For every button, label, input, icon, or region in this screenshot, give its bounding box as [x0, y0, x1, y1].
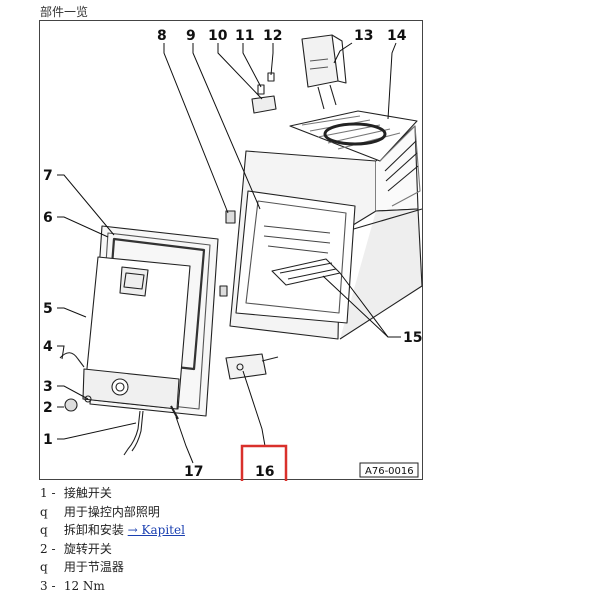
callout-16: 16 — [255, 464, 274, 480]
leader-lines — [57, 42, 401, 464]
cable — [59, 352, 85, 368]
clip — [225, 210, 236, 224]
legend-item: q 拆卸和安装 → Kapitel — [40, 521, 185, 540]
legend-text: 接触开关 — [63, 486, 112, 500]
exploded-view-drawing: 8 9 10 11 12 13 14 7 6 5 4 3 2 1 17 16 1… — [43, 28, 423, 481]
parts-legend: 1 - 接触开关 q 用于操控内部照明 q 拆卸和安装 → Kapitel 2 … — [40, 484, 185, 596]
callout-12: 12 — [263, 28, 282, 44]
callout-15: 15 — [403, 330, 422, 346]
callout-8: 8 — [157, 28, 167, 44]
legend-bullet: q — [40, 504, 48, 519]
figure-code-box — [359, 462, 419, 478]
legend-marker: 3 - — [40, 578, 56, 593]
compressor-loop — [323, 122, 387, 146]
page-heading: 部件一览 — [40, 5, 89, 19]
callout-7: 7 — [43, 168, 53, 184]
legend-marker: 2 - — [40, 541, 56, 556]
callout-1: 1 — [43, 432, 53, 448]
contact-switch-cable — [123, 410, 141, 456]
condenser-coil-top — [289, 110, 418, 162]
legend-text: 用于操控内部照明 — [63, 504, 160, 519]
callout-9: 9 — [186, 28, 196, 44]
rotary-knob-seat — [111, 378, 129, 396]
kapitel-link[interactable]: → Kapitel — [127, 523, 185, 538]
callout-14: 14 — [387, 28, 407, 44]
legend-marker: 1 - — [40, 486, 56, 500]
callout-17: 17 — [184, 464, 203, 480]
legend-text: 拆卸和安装 — [63, 523, 124, 538]
legend-bullet: q — [40, 560, 48, 575]
callout-11: 11 — [235, 28, 254, 44]
legend-item: 2 - 旋转开关 — [40, 540, 185, 559]
legend-bullet: q — [40, 523, 48, 538]
legend-item: q 用于操控内部照明 — [40, 503, 185, 522]
legend-text: 12 Nm — [63, 578, 105, 593]
callout-10: 10 — [208, 28, 228, 44]
callout-labels: 8 9 10 11 12 13 14 7 6 5 4 3 2 1 17 16 1… — [43, 28, 422, 480]
legend-item: 3 - 12 Nm — [40, 577, 185, 596]
lamp-socket — [257, 84, 265, 95]
nut — [84, 395, 92, 403]
callout-2: 2 — [43, 400, 53, 416]
legend-text: 用于节温器 — [63, 560, 124, 575]
highlight-box — [240, 444, 288, 481]
rotary-switch — [64, 398, 78, 412]
legend-text: 旋转开关 — [63, 541, 112, 556]
callout-4: 4 — [43, 339, 53, 355]
legend-item: 1 - 接触开关 — [40, 484, 185, 503]
door-panel — [83, 256, 191, 410]
screw — [170, 405, 179, 420]
callout-5: 5 — [43, 301, 53, 317]
exploded-view-figure: 8 9 10 11 12 13 14 7 6 5 4 3 2 1 17 16 1… — [39, 20, 423, 481]
control-strip — [82, 368, 180, 410]
thermostat — [225, 353, 267, 380]
callout-6: 6 — [43, 210, 53, 226]
callout-13: 13 — [354, 28, 373, 44]
light-housing — [251, 95, 277, 114]
cabinet-side — [339, 208, 423, 340]
callout-3: 3 — [43, 379, 53, 395]
figure-code: A76-0016 — [365, 466, 414, 477]
legend-item: q 用于节温器 — [40, 558, 185, 577]
cooling-unit — [301, 34, 339, 88]
inner-frame — [235, 190, 356, 324]
door-handle — [119, 266, 149, 297]
